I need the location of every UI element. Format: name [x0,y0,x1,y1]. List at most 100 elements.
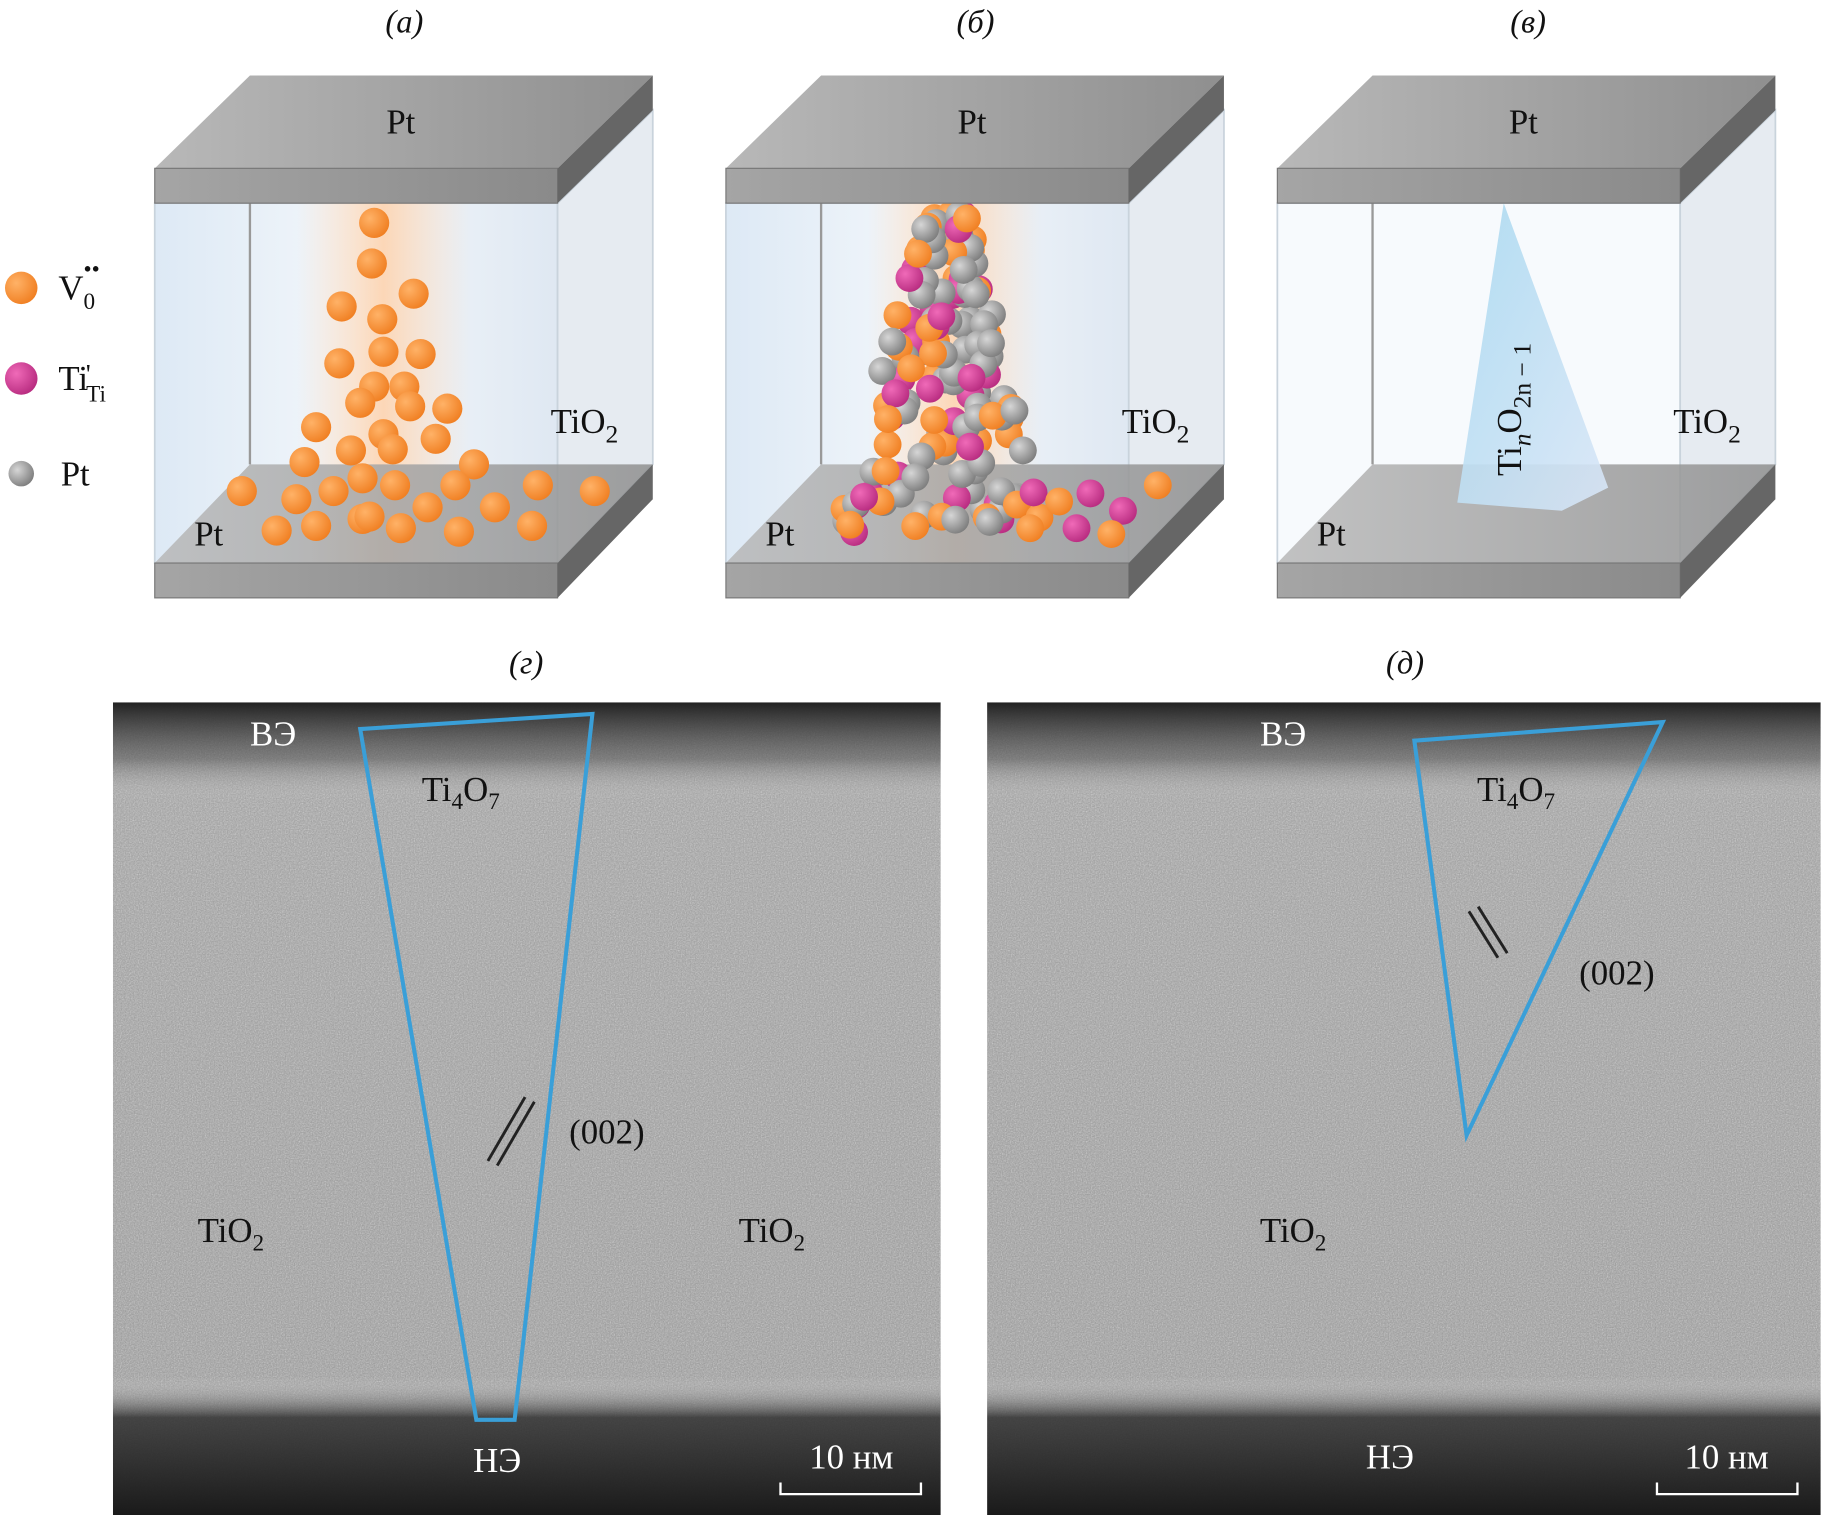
bottom-electrode-label: Pt [765,515,794,554]
particle-sphere [1016,514,1045,543]
phase-label: Ti4O7 [422,770,500,815]
particle-sphere [878,327,907,356]
particle-sphere [895,264,924,292]
legend-ti: Ti'Ti [58,359,106,408]
vacancy-sphere [398,278,429,309]
vacancy-sphere [347,463,378,494]
vacancy-sphere [440,470,471,501]
particle-sphere [941,505,970,534]
particle-sphere [881,379,910,408]
vacancy-sphere [377,434,408,465]
top-electrode-label: Pt [1509,103,1538,142]
particle-sphere [1000,396,1029,425]
particle-sphere [927,302,956,331]
particle-sphere [961,280,990,309]
vacancy-sphere [458,449,490,480]
top-electrode [725,75,1224,169]
particle-sphere [850,482,878,511]
top-electrode-label: ВЭ [250,714,296,753]
particle-sphere [897,354,925,383]
particle-sphere [1109,496,1137,525]
vacancy-sphere [379,470,411,501]
bottom-electrode-label: Pt [1317,515,1346,554]
particle-sphere [911,215,940,243]
particle-sphere [1008,436,1037,465]
top-electrode [154,75,653,169]
vacancy-sphere [395,391,426,422]
particle-sphere [915,374,944,403]
lattice-mark [1476,905,1509,954]
plane-label: (002) [569,1113,644,1152]
particle-sphere [1045,487,1074,516]
scale-label: 10 нм [1685,1438,1769,1477]
vacancy-sphere [420,423,451,454]
vacancy-sphere [359,207,390,238]
panel-label-e: (д) [1386,645,1424,681]
matrix-label: TiO2 [1260,1211,1326,1256]
oxide-label: TiO2 [1673,402,1741,448]
panel-label-c: (в) [1510,5,1546,41]
particle-sphere [901,512,930,541]
particle-sphere [956,432,984,461]
lattice-mark [1467,910,1500,959]
vacancy-sphere [345,387,376,418]
particle-sphere [978,401,1007,430]
bottom-electrode-label: Pt [194,515,223,554]
panel-label-a: (а) [385,5,423,41]
vacancy-sphere [226,475,257,507]
vacancy-sphere [367,304,398,335]
legend-pt: Pt [61,454,90,493]
particle-sphere [883,301,912,330]
vacancy-sphere [356,248,387,279]
scale-bar [1655,1482,1799,1496]
legend: V0•• Ti'Ti Pt [4,256,106,493]
oxide-label: TiO2 [551,402,619,448]
oxide-label: TiO2 [1122,402,1190,448]
top-electrode-label: Pt [386,103,415,142]
particle-sphere [874,405,902,433]
particle-sphere [1097,520,1126,548]
phase-label: Ti4O7 [1477,770,1555,815]
filament-label: TinO2n − 1 [1490,343,1536,476]
scale-label: 10 нм [809,1438,893,1477]
vacancy-sphere [385,513,416,544]
particle-sphere [873,430,902,459]
particle-sphere [977,329,1005,358]
particle-sphere [871,457,900,485]
plane-label: (002) [1579,953,1654,992]
bottom-electrode-label: НЭ [1366,1438,1414,1477]
vacancy-sphere [479,492,510,523]
top-electrode-label: Pt [958,103,987,142]
vacancy-sphere [368,336,399,367]
particle-sphere [836,510,865,539]
pt-marker-icon [8,460,35,487]
vacancy-sphere [261,515,292,546]
filament-outline [357,711,595,1422]
particle-sphere [1143,471,1172,500]
particle-sphere [1076,479,1105,508]
particle-sphere [868,357,897,385]
particle-sphere [904,239,932,268]
particle-sphere [920,406,949,434]
vacancy-sphere [522,470,553,501]
vacancy-sphere [405,338,436,370]
scale-bar [779,1482,923,1496]
vacancy-sphere [281,484,312,515]
vacancy-sphere [443,516,474,547]
vacancy-sphere [579,475,610,507]
vacancy-sphere [354,501,385,532]
top-electrode [1277,75,1776,169]
particle-sphere [949,255,978,284]
vacancy-sphere [301,510,332,541]
vacancy-sphere [324,348,355,379]
particle-sphere [901,463,930,492]
vacancy-sphere [301,412,332,443]
bottom-electrode-label: НЭ [473,1441,521,1480]
filament-cone [1457,203,1609,511]
